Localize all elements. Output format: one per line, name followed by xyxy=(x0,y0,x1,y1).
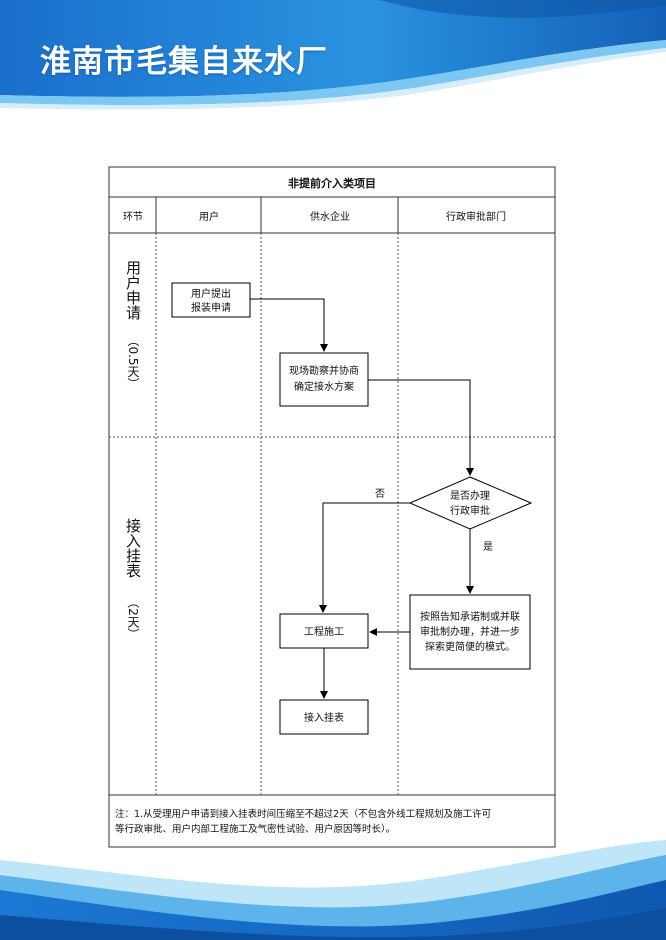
arrow-apply-to-survey xyxy=(250,298,328,352)
node-meter-install: 接入挂表 xyxy=(279,699,369,735)
column-header-user: 用户 xyxy=(199,210,219,223)
column-header-stage: 环节 xyxy=(123,211,143,223)
arrow-decision-no xyxy=(319,502,410,613)
stage-duration: （0.5天） xyxy=(126,334,140,389)
node-decision-admin-approval: 是否办理 行政审批 xyxy=(408,476,533,530)
note-line-2: 等行政审批、用户内部工程施工及气密性试验、用户原因等时长）。 xyxy=(115,823,395,835)
svg-text:工程施工: 工程施工 xyxy=(304,625,344,638)
svg-text:确定接水方案: 确定接水方案 xyxy=(294,380,354,393)
note-line-1: 注：1.从受理用户申请到接入挂表时间压缩至不超过2天（不包含外线工程规划及施工许… xyxy=(115,808,491,820)
column-header-water-company: 供水企业 xyxy=(310,210,350,223)
column-header-admin-dept: 行政审批部门 xyxy=(446,210,506,223)
svg-text:审批制办理，并进一步: 审批制办理，并进一步 xyxy=(420,625,520,638)
svg-text:报装申请: 报装申请 xyxy=(191,301,231,314)
arrow-survey-to-decision xyxy=(368,379,474,476)
svg-text:现场勘察并协商: 现场勘察并协商 xyxy=(289,364,359,377)
svg-text:是否办理: 是否办理 xyxy=(450,489,490,502)
svg-text:用户提出: 用户提出 xyxy=(191,287,231,300)
svg-text:探索更简便的模式。: 探索更简便的模式。 xyxy=(425,640,515,653)
stage-label-meter: 接入挂表 （2天） xyxy=(124,518,142,640)
stage-duration: （2天） xyxy=(126,596,140,640)
page-title: 淮南市毛集自来水厂 xyxy=(40,44,328,80)
stage-name: 用户申请 xyxy=(124,260,142,321)
svg-text:按照告知承诺制或并联: 按照告知承诺制或并联 xyxy=(420,610,520,623)
stage-name: 接入挂表 xyxy=(124,518,142,578)
footer-wave xyxy=(0,840,666,940)
svg-text:行政审批: 行政审批 xyxy=(450,504,490,517)
node-site-survey: 现场勘察并协商 确定接水方案 xyxy=(279,352,369,407)
label-yes: 是 xyxy=(483,541,493,553)
svg-text:接入挂表: 接入挂表 xyxy=(304,711,344,724)
label-no: 否 xyxy=(375,488,385,500)
node-user-apply: 用户提出 报装申请 xyxy=(171,282,251,318)
table-title: 非提前介入类项目 xyxy=(288,176,376,190)
node-construction: 工程施工 xyxy=(279,613,369,649)
node-approval-process: 按照告知承诺制或并联 审批制办理，并进一步 探索更简便的模式。 xyxy=(409,594,531,670)
stage-label-apply: 用户申请 （0.5天） xyxy=(124,260,142,390)
header-banner xyxy=(0,0,666,110)
